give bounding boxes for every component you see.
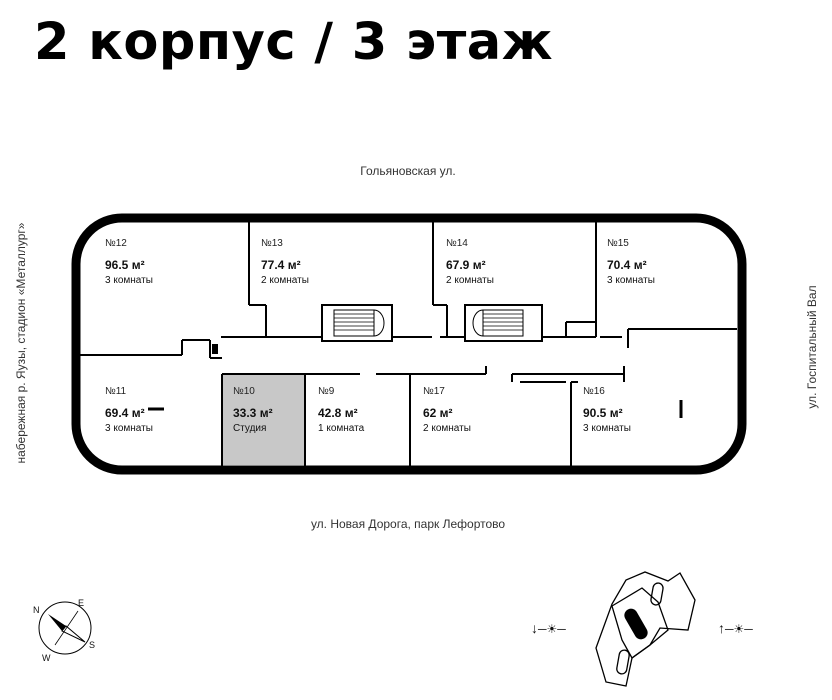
- apartment-number: №12: [105, 238, 127, 249]
- stairwell-right: [464, 304, 543, 342]
- apartment-area: 33.3 м²: [233, 406, 273, 420]
- apartment-area: 69.4 м²: [105, 406, 145, 420]
- apartment-number: №15: [607, 238, 629, 249]
- apartment-10-highlight[interactable]: [222, 374, 305, 465]
- apartment-rooms: 2 комнаты: [261, 275, 309, 286]
- apartment-rooms: Студия: [233, 423, 267, 434]
- stairwell-left: [321, 304, 393, 342]
- apartment-area: 62 м²: [423, 406, 453, 420]
- apartment-13[interactable]: №13 77.4 м² 2 комнаты: [261, 238, 309, 286]
- apartment-10[interactable]: №10 33.3 м² Студия: [233, 386, 273, 434]
- sunrise-icon: ↑─☀─: [718, 620, 753, 636]
- apartment-16[interactable]: №16 90.5 м² 3 комнаты: [583, 386, 631, 434]
- apartment-17[interactable]: №17 62 м² 2 комнаты: [423, 386, 471, 434]
- apartment-rooms: 3 комнаты: [607, 275, 655, 286]
- compass-n-label: N: [33, 605, 40, 615]
- compass-s-label: S: [89, 640, 96, 650]
- compass-w-label: W: [42, 653, 51, 663]
- apartment-rooms: 1 комната: [318, 423, 365, 434]
- street-label-bottom: ул. Новая Дорога, парк Лефортово: [310, 517, 506, 531]
- apartment-11[interactable]: №11 69.4 м² 3 комнаты: [105, 386, 153, 434]
- page-title: 2 корпус / 3 этаж: [34, 13, 553, 72]
- apartment-number: №16: [583, 386, 605, 397]
- apartment-number: №14: [446, 238, 468, 249]
- apartment-area: 96.5 м²: [105, 258, 145, 272]
- apartment-rooms: 2 комнаты: [446, 275, 494, 286]
- apartment-number: №9: [318, 386, 335, 397]
- interior-walls: [80, 222, 737, 466]
- compass-icon: [38, 601, 92, 655]
- apartment-15[interactable]: №15 70.4 м² 3 комнаты: [607, 238, 655, 286]
- apartment-area: 67.9 м²: [446, 258, 486, 272]
- site-map-icon: [595, 571, 696, 687]
- apartment-9[interactable]: №9 42.8 м² 1 комната: [318, 386, 364, 434]
- apartment-area: 70.4 м²: [607, 258, 647, 272]
- apartment-rooms: 2 комнаты: [423, 423, 471, 434]
- apartment-rooms: 3 комнаты: [105, 423, 153, 434]
- apartment-12[interactable]: №12 96.5 м² 3 комнаты: [105, 238, 153, 286]
- compass-e-label: E: [78, 598, 85, 608]
- apartment-number: №11: [105, 386, 127, 397]
- apartment-rooms: 3 комнаты: [583, 423, 631, 434]
- apartment-area: 77.4 м²: [261, 258, 301, 272]
- sunset-icon: ↓─☀─: [531, 620, 566, 636]
- street-label-top: Гольяновская ул.: [360, 164, 456, 178]
- apartment-area: 90.5 м²: [583, 406, 623, 420]
- apartment-rooms: 3 комнаты: [105, 275, 153, 286]
- apartment-number: №10: [233, 386, 255, 397]
- apartment-14[interactable]: №14 67.9 м² 2 комнаты: [446, 238, 494, 286]
- apartment-number: №13: [261, 238, 283, 249]
- outer-wall: [71, 213, 747, 475]
- wall-marker: [212, 344, 218, 354]
- apartment-number: №17: [423, 386, 445, 397]
- apartment-area: 42.8 м²: [318, 406, 358, 420]
